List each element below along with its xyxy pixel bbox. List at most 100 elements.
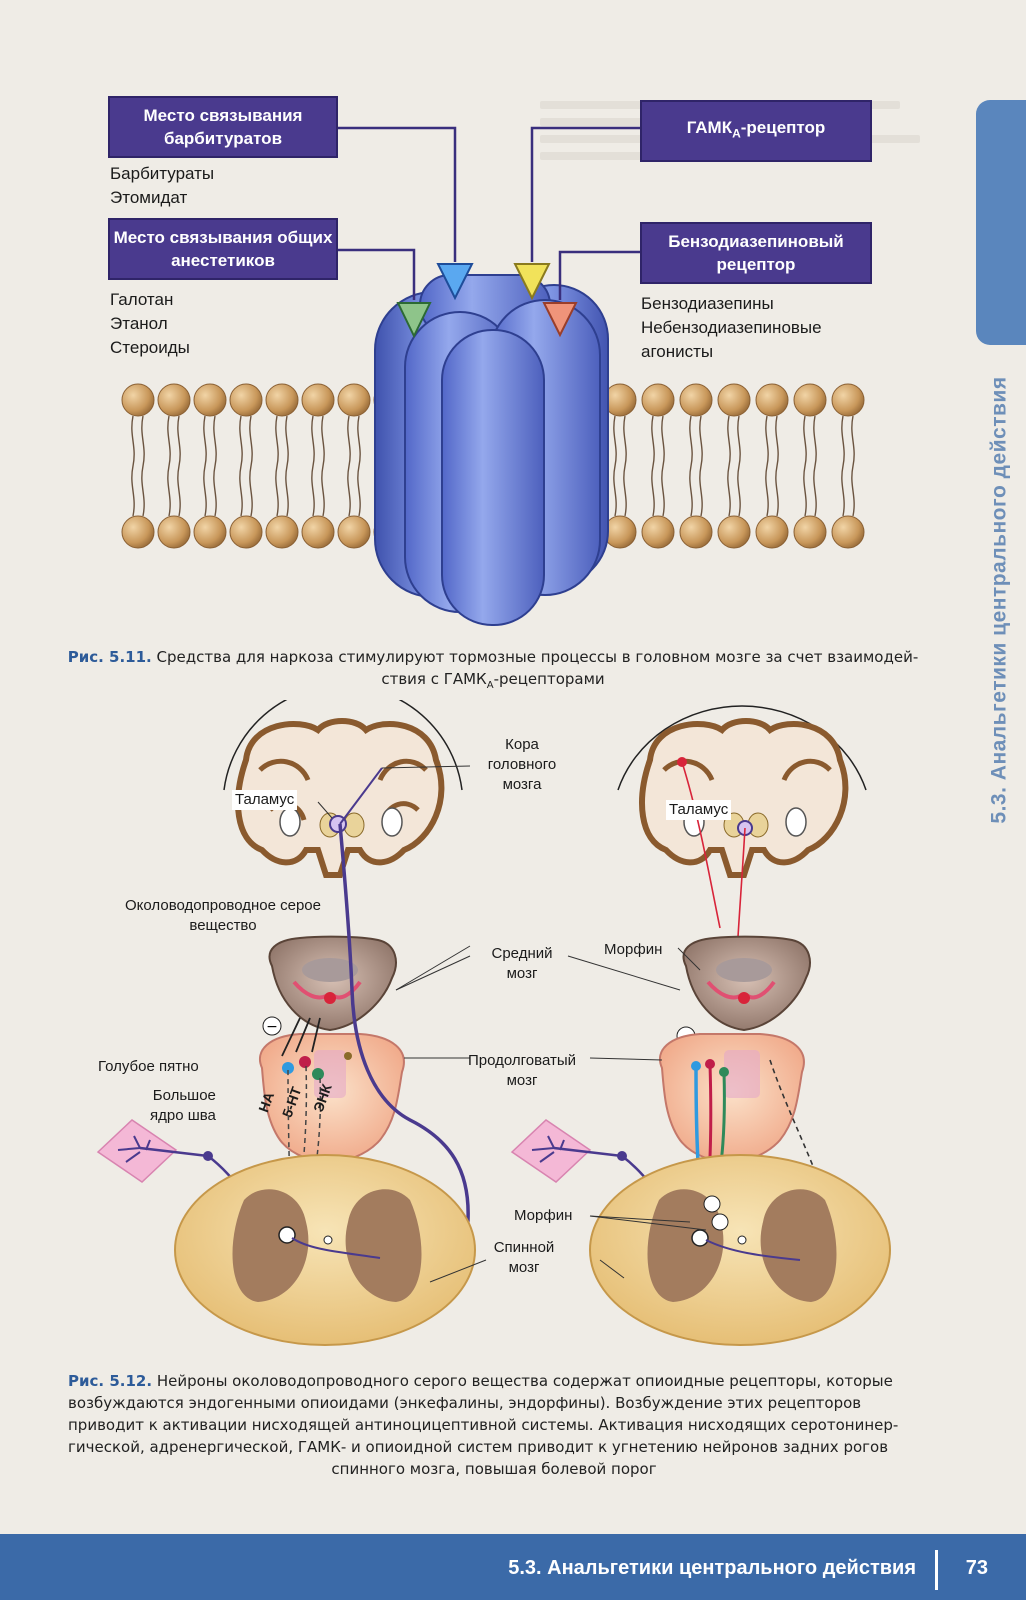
lipid-tail — [321, 415, 325, 517]
page-footer: 5.3. Анальгетики центрального действия 7… — [0, 1534, 1026, 1600]
barbiturate-list: Барбитураты Этомидат — [110, 164, 215, 207]
lipid-tail — [765, 415, 769, 517]
benzodiazepine-receptor-box: Бензодиазепиновый рецептор — [640, 222, 872, 284]
lipid-head — [121, 383, 155, 417]
lipid-tail — [203, 415, 207, 517]
benzodiazepine-list: Бензодиазепины Небензодиазепиновые агони… — [641, 294, 822, 361]
lipid-tail — [737, 415, 741, 517]
lipid-head — [229, 383, 263, 417]
svg-text:−: − — [266, 1019, 278, 1035]
gaba-receptor-diagram — [121, 126, 865, 626]
lipid-head — [121, 515, 155, 549]
benzo-site-marker — [542, 302, 578, 338]
left-midbrain — [268, 935, 397, 1032]
lipid-head — [755, 383, 789, 417]
spinal-cord-label: Спинной мозг — [493, 1239, 555, 1276]
left-thalamus-label: Таламус — [232, 790, 298, 810]
lipid-tail — [249, 415, 253, 517]
lipid-tail — [141, 415, 145, 517]
lipid-tail — [213, 415, 217, 517]
lipid-head — [717, 383, 751, 417]
left-spinal-cord — [174, 1154, 476, 1346]
lipid-head — [157, 383, 191, 417]
lipid-tail — [275, 415, 279, 517]
lipid-tail — [623, 415, 627, 517]
lipid-tail — [661, 415, 665, 517]
lipid-tail — [239, 415, 243, 517]
right-brain-section — [639, 718, 849, 878]
gaba-receptor-complex — [374, 274, 609, 626]
lipid-head — [831, 515, 865, 549]
lipid-head — [641, 515, 675, 549]
lipid-tail — [803, 415, 807, 517]
lipid-head — [337, 383, 371, 417]
lipid-head — [157, 515, 191, 549]
right-pathway: − — [510, 705, 891, 1346]
lipid-tail — [851, 415, 855, 517]
chapter-tab — [976, 100, 1026, 345]
lipid-head — [193, 515, 227, 549]
right-spinal-cord — [589, 1154, 891, 1346]
lipid-tail — [841, 415, 845, 517]
barbiturate-site-box: Место связывания барбитуратов — [108, 96, 338, 158]
lipid-head — [337, 515, 371, 549]
raphe-nucleus-label: Большое ядро шва — [150, 1087, 216, 1124]
gaba-site-marker — [513, 263, 551, 301]
locus-coeruleus-label: Голубое пятно — [98, 1058, 199, 1075]
page-number: 73 — [965, 1557, 988, 1579]
lipid-tail — [347, 415, 351, 517]
lipid-head — [679, 383, 713, 417]
left-pathway: − − — [96, 700, 476, 1346]
lipid-bilayer-right — [603, 383, 865, 549]
lipid-tail — [613, 415, 617, 517]
footer-separator — [935, 1550, 938, 1590]
lipid-tail — [699, 415, 703, 517]
footer-section-title: 5.3. Анальгетики центрального действия — [508, 1557, 916, 1579]
lipid-head — [641, 383, 675, 417]
lipid-tail — [689, 415, 693, 517]
lipid-head — [301, 515, 335, 549]
figure-5-11-caption: Рис. 5.11. Средства для наркоза стимулир… — [67, 648, 919, 691]
midbrain-label: Средний мозг — [491, 945, 553, 982]
morphine-spinal-label: Морфин — [514, 1207, 573, 1224]
figure-5-12-caption: Рис. 5.12. Нейроны околоводопроводного с… — [68, 1372, 899, 1478]
lipid-head — [265, 515, 299, 549]
anesthetic-site-marker — [396, 302, 432, 339]
barbiturate-site-marker — [436, 263, 474, 301]
pag-label: Околоводопроводное серое вещество — [125, 897, 321, 934]
left-brain-section — [235, 718, 445, 878]
lipid-head — [793, 515, 827, 549]
lipid-head — [717, 515, 751, 549]
anesthetic-list: Галотан Этанол Стероиды — [110, 290, 190, 357]
lipid-head — [301, 383, 335, 417]
label-connectors — [338, 126, 640, 300]
lipid-tail — [177, 415, 181, 517]
lipid-tail — [167, 415, 171, 517]
right-morphine-label-top: Морфин — [604, 941, 663, 958]
lipid-head — [831, 383, 865, 417]
lipid-tail — [727, 415, 731, 517]
left-medulla — [259, 1033, 405, 1164]
lipid-tail — [775, 415, 779, 517]
right-thalamus-label: Таламус — [666, 800, 732, 820]
medulla-label: Продолговатый мозг — [468, 1052, 576, 1089]
lipid-tail — [651, 415, 655, 517]
cortex-label: Кора головного мозга — [487, 736, 557, 793]
lipid-head — [193, 383, 227, 417]
lipid-head — [265, 383, 299, 417]
pain-pathway-diagram: − − — [96, 700, 891, 1346]
lipid-tail — [285, 415, 289, 517]
lipid-tail — [357, 415, 361, 517]
lipid-head — [755, 515, 789, 549]
anesthetic-site-box: Место связывания общих анестетиков — [108, 218, 338, 280]
lipid-tail — [311, 415, 315, 517]
lipid-head — [793, 383, 827, 417]
right-midbrain — [682, 935, 811, 1032]
lipid-bilayer-left — [121, 383, 407, 549]
lipid-tail — [131, 415, 135, 517]
lipid-tail — [813, 415, 817, 517]
left-skin-patch — [96, 1119, 281, 1230]
lipid-head — [229, 515, 263, 549]
gaba-receptor-box: ГАМКA-рецептор — [640, 100, 872, 162]
lipid-head — [679, 515, 713, 549]
